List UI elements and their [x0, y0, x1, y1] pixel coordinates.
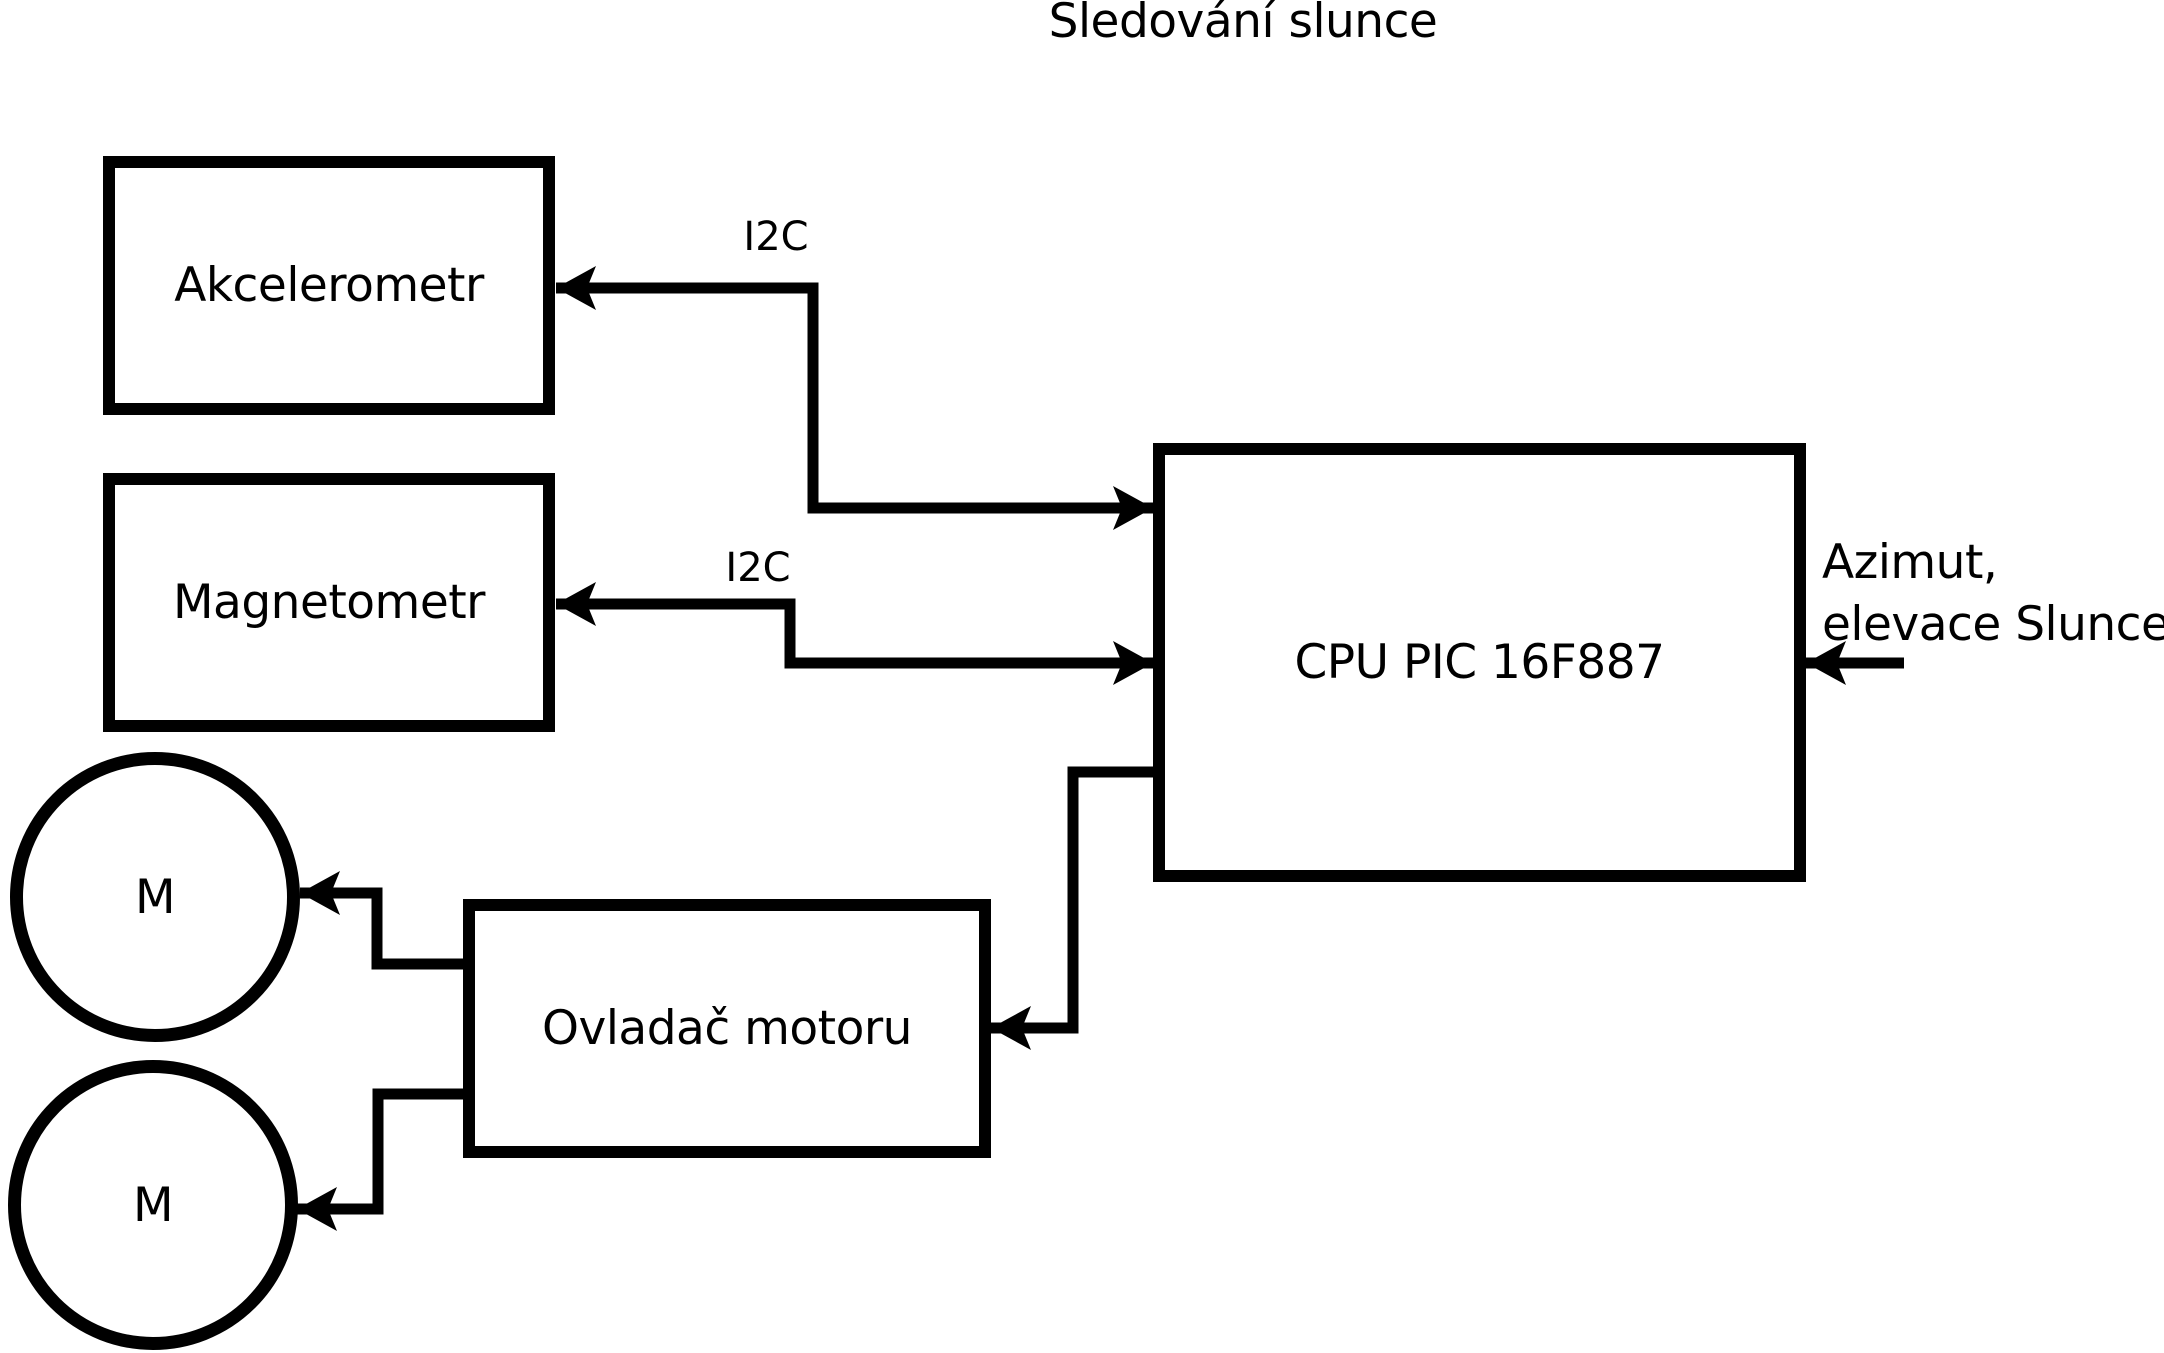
akcelerometr-label: Akcelerometr	[174, 258, 484, 313]
arrowhead-into-motor-driver-icon	[991, 1006, 1031, 1050]
cpu-label: CPU PIC 16F887	[1294, 635, 1665, 690]
motor-driver-label: Ovladač motoru	[542, 1001, 912, 1056]
diagram-title: Sledování slunce	[1048, 0, 1438, 49]
wire-cpu-motor-driver	[991, 766, 1158, 1034]
magnetometr-box: Magnetometr	[103, 473, 555, 732]
arrowhead-into-motor-bottom-icon	[297, 1187, 337, 1231]
azimut-line1: Azimut,	[1822, 535, 1998, 590]
arrowhead-into-magnetometer-icon	[556, 582, 596, 626]
magnetometr-label: Magnetometr	[172, 575, 486, 630]
motor-bottom-circle: M	[8, 1060, 298, 1350]
motor-top-circle: M	[10, 752, 300, 1042]
i2c-label-magnetometer: I2C	[725, 545, 791, 591]
wire-cpu-accelerometer	[556, 282, 1153, 514]
arrowhead-into-motor-top-icon	[300, 871, 340, 915]
i2c-label-accelerometer: I2C	[743, 214, 809, 260]
motor-top-label: M	[134, 869, 176, 925]
arrowhead-into-accelerometer-icon	[556, 266, 596, 310]
azimut-line2: elevace Slunce	[1822, 597, 2164, 652]
wire-cpu-magnetometer	[556, 598, 1153, 669]
wire-motor-driver-motor-bottom	[297, 1088, 470, 1215]
motor-bottom-label: M	[132, 1177, 174, 1233]
cpu-box: CPU PIC 16F887	[1153, 443, 1806, 882]
arrowhead-into-cpu-mid-icon	[1113, 641, 1153, 685]
wire-motor-driver-motor-top	[300, 887, 470, 970]
azimut-elevation-label: Azimut, elevace Slunce	[1822, 532, 2164, 656]
akcelerometr-box: Akcelerometr	[103, 156, 555, 415]
motor-driver-box: Ovladač motoru	[463, 899, 991, 1158]
arrowhead-into-cpu-top-icon	[1113, 486, 1153, 530]
